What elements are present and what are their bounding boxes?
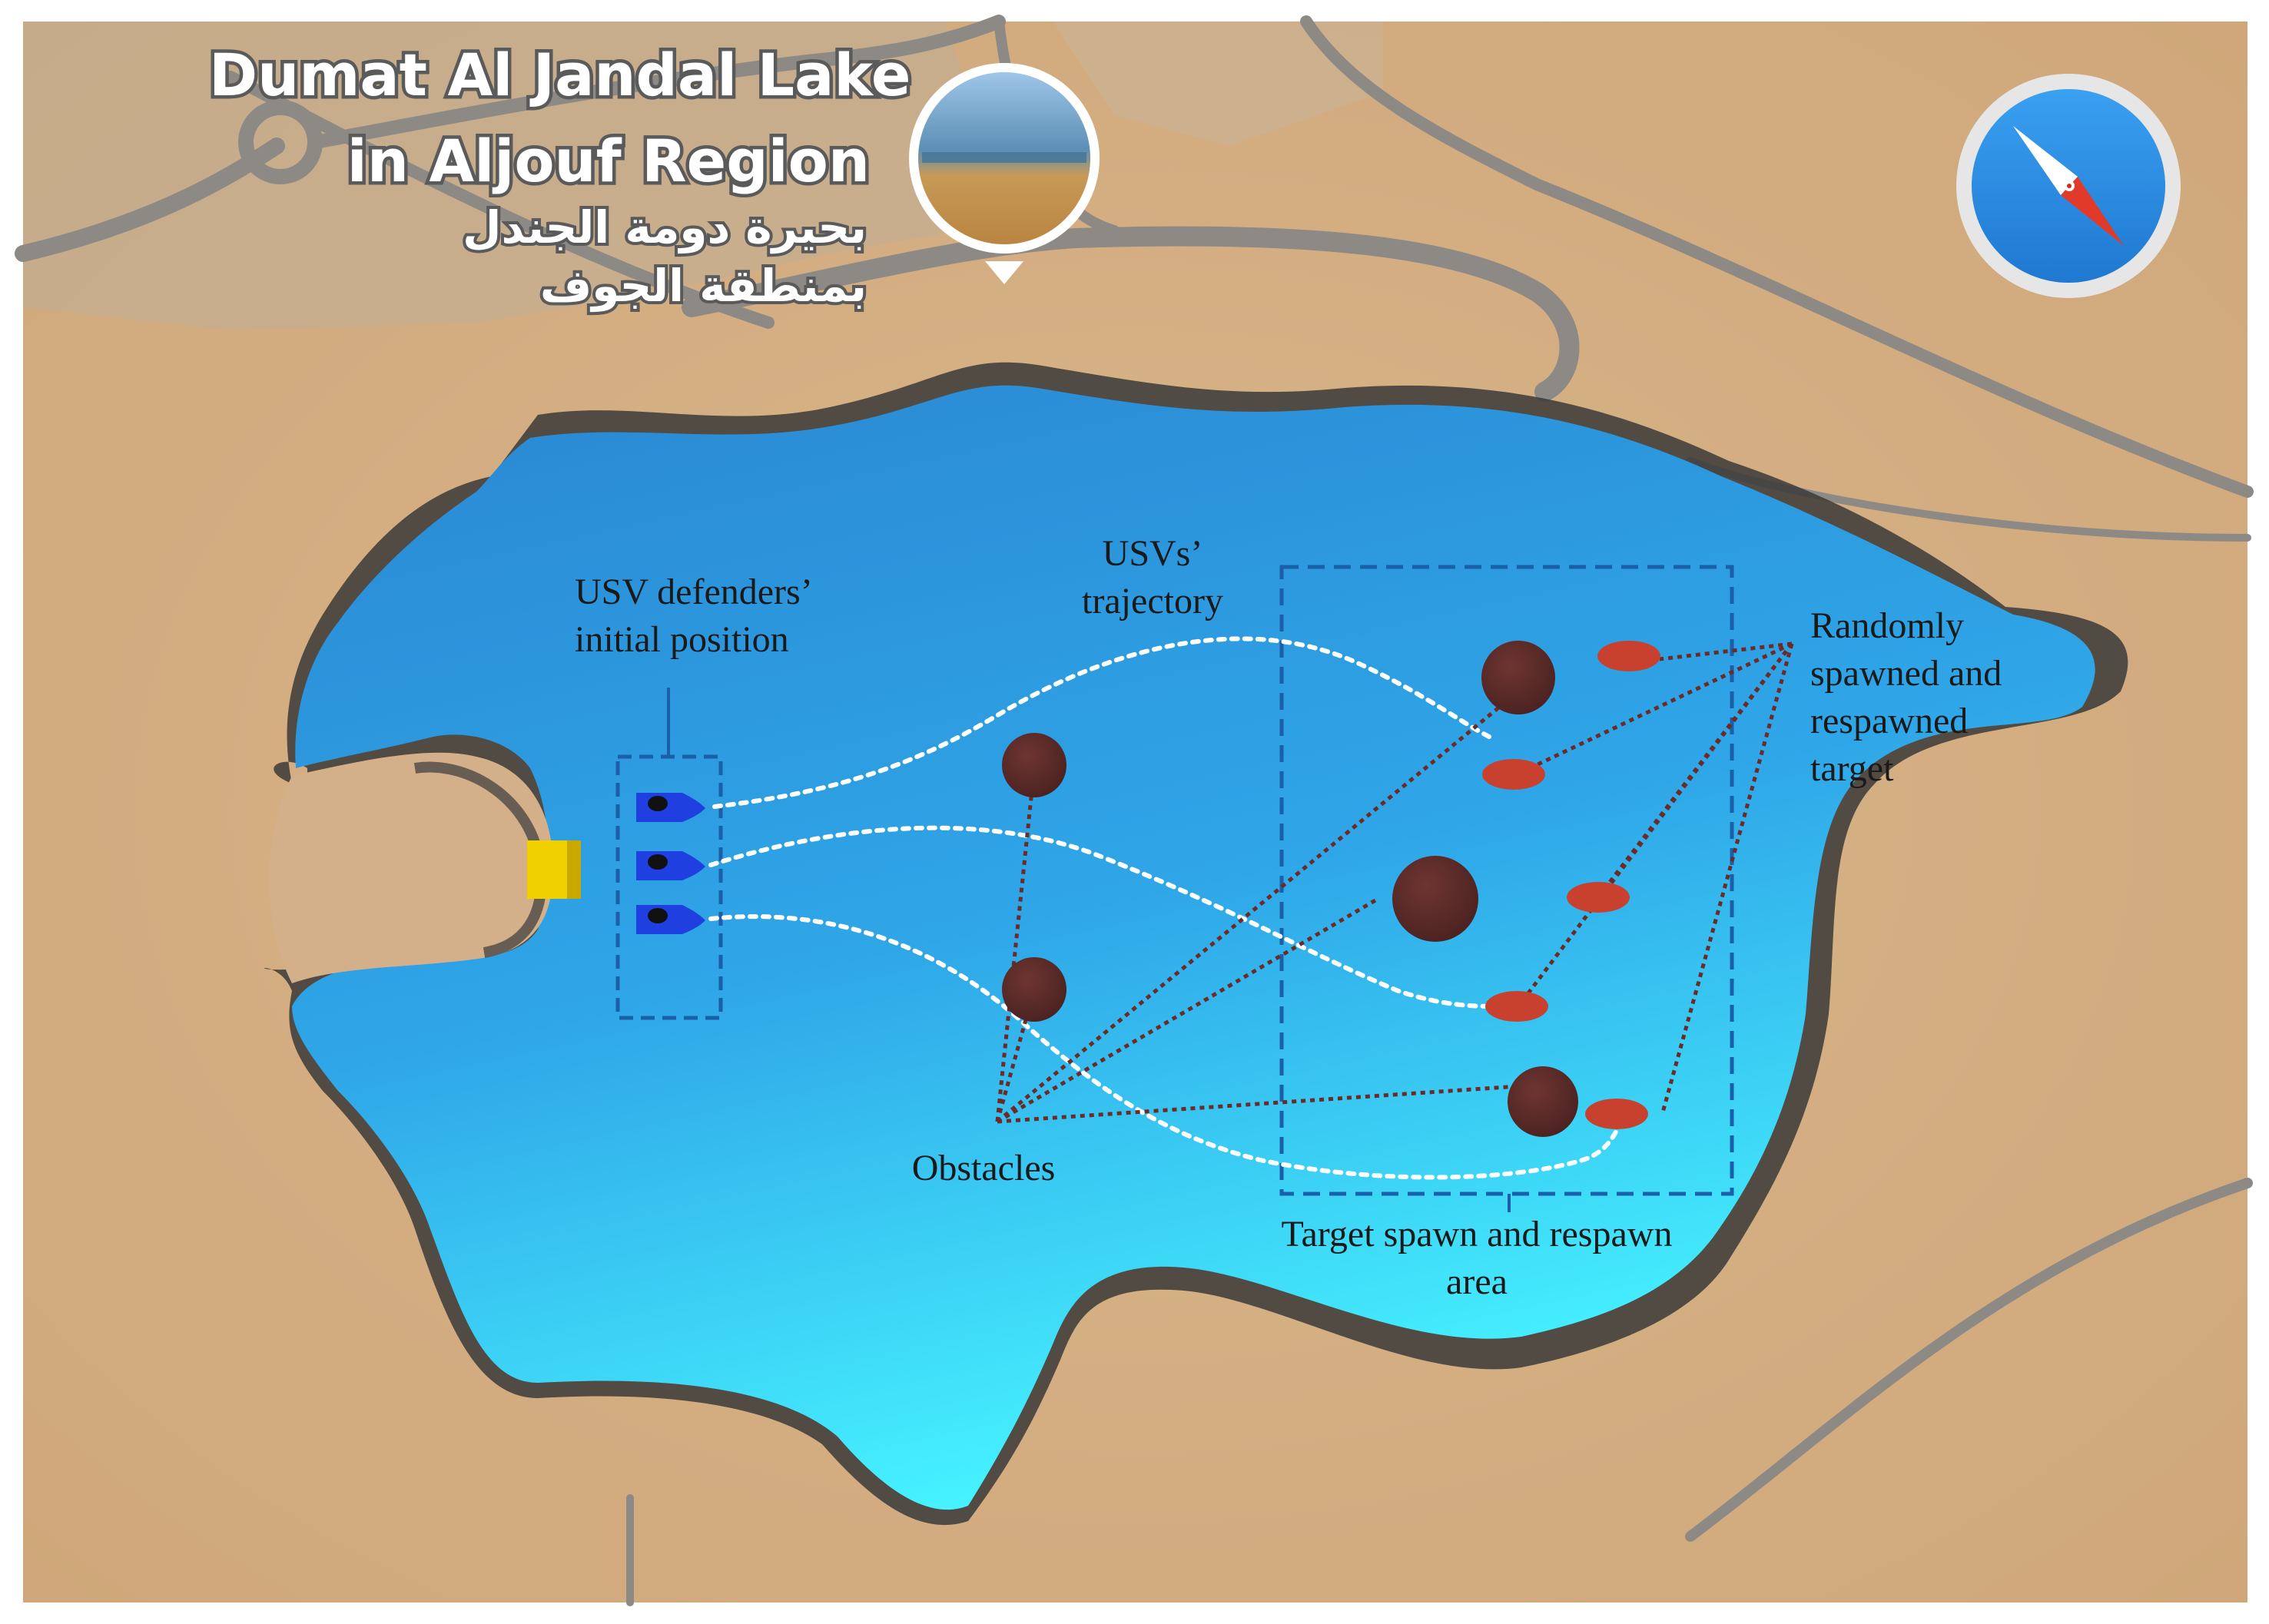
targets: [1482, 641, 1660, 1129]
obstacle: [1481, 641, 1555, 714]
place-name-line2: in Aljouf Region: [347, 127, 870, 195]
target-label-4: target: [1810, 748, 1894, 789]
usv-initial-label-2: initial position: [575, 619, 789, 660]
obstacle: [1508, 1066, 1578, 1137]
annotation-links: [995, 641, 1794, 1124]
place-name-line1: Dumat Al Jandal Lake: [209, 41, 911, 109]
usv-boat-icon: [636, 793, 705, 822]
target-label-2: spawned and: [1810, 653, 2002, 694]
obstacle: [1392, 856, 1478, 942]
place-name-arabic-line2: بمنطقة الجوف: [540, 260, 867, 313]
target-label-3: respawned: [1810, 701, 1968, 741]
usv-boat-icon: [636, 851, 705, 880]
usv-initial-label-1: USV defenders’: [575, 572, 813, 612]
trajectory-label-2: trajectory: [1082, 581, 1223, 621]
obstacles: [1002, 641, 1578, 1137]
obstacle: [1002, 957, 1066, 1022]
target-spawn-box: [1279, 565, 1734, 1196]
spawn-area-label-2: area: [1446, 1261, 1508, 1302]
usv-trajectories: [708, 636, 1624, 1180]
photo-pin-icon[interactable]: [909, 63, 1100, 284]
peninsula: [269, 752, 553, 983]
town-area-right: [1053, 22, 1383, 146]
target: [1485, 991, 1548, 1022]
target: [1597, 641, 1660, 671]
usv-boat-icon: [636, 905, 705, 934]
target: [1567, 882, 1630, 913]
target: [1585, 1099, 1648, 1129]
obstacles-label: Obstacles: [912, 1148, 1056, 1188]
compass-icon[interactable]: [1956, 74, 2181, 298]
obstacle: [1002, 733, 1066, 797]
spawn-area-label-1: Target spawn and respawn: [1282, 1214, 1673, 1254]
target-label-1: Randomly: [1810, 605, 1964, 646]
place-name-arabic-line1: بحيرة دومة الجندل: [463, 201, 867, 254]
trajectory-label-1: USVs’: [1103, 533, 1203, 574]
usv-boats: [636, 793, 705, 934]
target: [1482, 759, 1545, 790]
